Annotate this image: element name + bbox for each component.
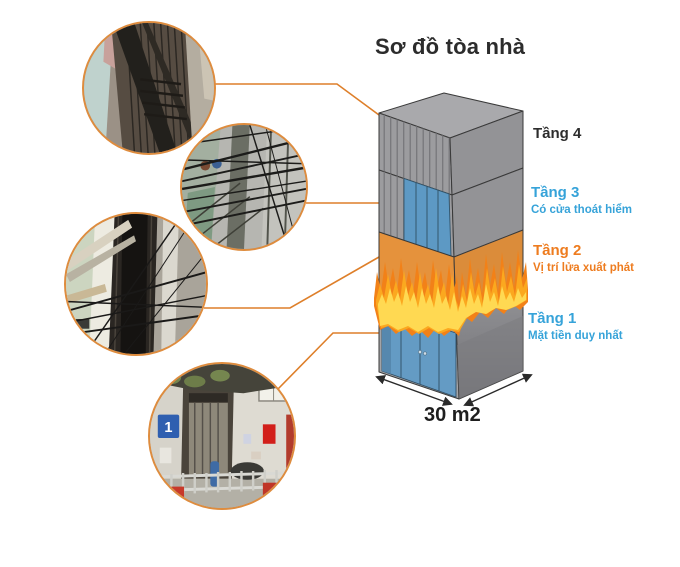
floor-name: Tầng 4 (533, 125, 582, 142)
connector-line-3 (204, 256, 380, 309)
fire-flames-icon (374, 250, 528, 338)
caged-facade-photo (84, 23, 214, 153)
building-diagram (374, 92, 533, 407)
photo-circle-caged-facade (82, 21, 216, 155)
connector-line-4 (277, 332, 383, 390)
floor-label-tang-4: Tầng 4 (533, 125, 582, 143)
page-title: Sơ đồ tòa nhà (375, 34, 526, 59)
door-handle-icon (423, 351, 427, 356)
tangled-wires-photo (182, 125, 306, 249)
floor-description: Có cửa thoát hiểm (531, 203, 632, 216)
floor-name: Tầng 1 (528, 310, 577, 327)
photo-circle-burnt-facade (64, 212, 208, 356)
floor-label-tang-2: Tầng 2 Vị trí lửa xuất phát (533, 242, 634, 274)
dimension-arrows (375, 373, 533, 407)
burnt-facade-photo (66, 214, 206, 354)
photo-circle-alley-entrance: 1 (148, 362, 296, 510)
photo-circle-tangled-wires (180, 123, 308, 251)
floor-3-escape-door (403, 178, 452, 257)
house-number-text: 1 (164, 420, 172, 436)
floor-description: Mặt tiền duy nhất (528, 329, 623, 342)
connector-line-1 (215, 83, 380, 116)
floor-description: Vị trí lửa xuất phát (533, 261, 634, 274)
door-handle-icon (418, 350, 422, 354)
area-label: 30 m2 (424, 404, 481, 426)
connector-lines (204, 83, 383, 390)
floor-label-tang-1: Tầng 1 Mặt tiền duy nhất (528, 310, 623, 342)
floor-3-block (378, 167, 524, 258)
floor-label-tang-3: Tầng 3 Có cửa thoát hiểm (531, 184, 632, 216)
alley-entrance-photo: 1 (150, 364, 294, 508)
house-number-sign (157, 414, 180, 438)
floor-name: Tầng 3 (531, 184, 580, 201)
floor-name: Tầng 2 (533, 242, 582, 259)
